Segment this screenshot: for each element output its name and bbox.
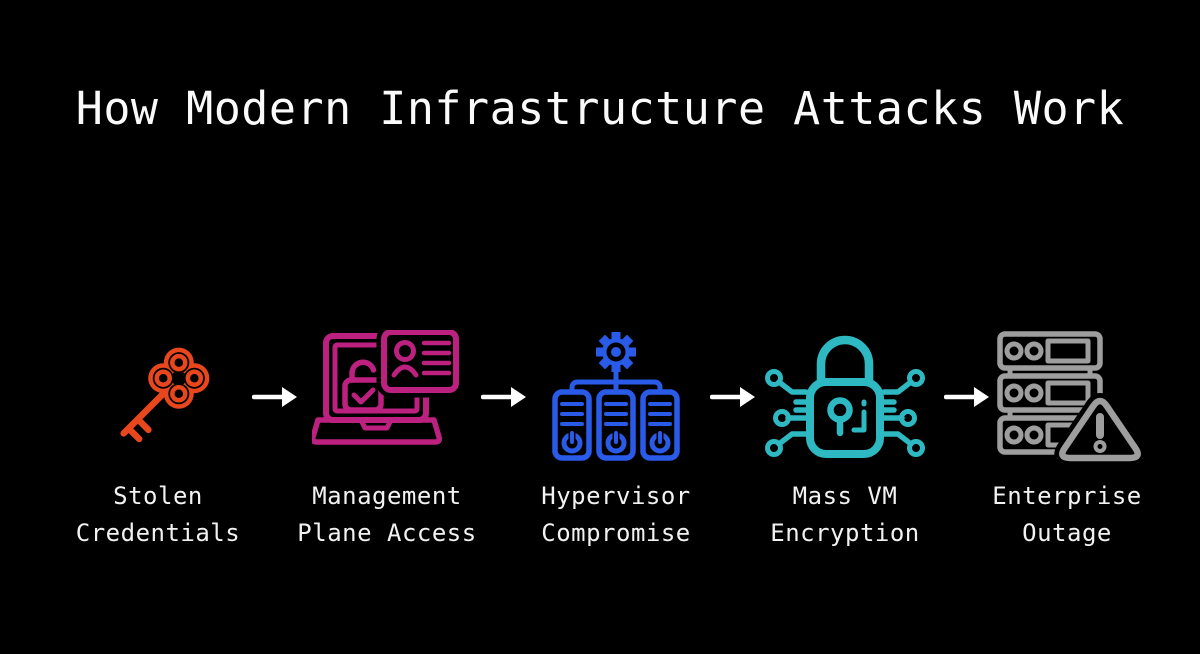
circuit-padlock-icon — [760, 330, 930, 465]
stage-label-line1: Management — [312, 482, 462, 510]
stage-label: Management Plane Access — [297, 478, 476, 552]
flow-arrow — [710, 387, 755, 407]
stage-hypervisor-compromise: Hypervisor Compromise — [506, 330, 726, 552]
stage-label: Mass VM Encryption — [770, 478, 920, 552]
stage-label-line1: Stolen — [113, 482, 203, 510]
stage-label-line2: Outage — [1022, 519, 1112, 547]
stage-label-line2: Compromise — [541, 519, 691, 547]
flow-arrow — [944, 387, 989, 407]
server-rack-alert-icon — [992, 330, 1142, 465]
stage-stolen-credentials: Stolen Credentials — [48, 330, 268, 552]
key-icon — [83, 330, 233, 465]
stage-label: Hypervisor Compromise — [541, 478, 691, 552]
laptop-id-card-icon — [312, 330, 462, 465]
stage-label-line2: Credentials — [75, 519, 241, 547]
flow-arrow — [252, 387, 297, 407]
stage-management-plane-access: Management Plane Access — [277, 330, 497, 552]
servers-gear-icon — [541, 330, 691, 465]
stage-enterprise-outage: Enterprise Outage — [957, 330, 1177, 552]
stage-label-line2: Encryption — [770, 519, 920, 547]
stage-label-line2: Plane Access — [297, 519, 477, 547]
flow-arrow — [481, 387, 526, 407]
stage-label-line1: Hypervisor — [541, 482, 691, 510]
stage-label-line1: Mass VM — [792, 482, 898, 510]
stage-label: Enterprise Outage — [992, 478, 1142, 552]
stage-label: Stolen Credentials — [76, 478, 240, 552]
stage-label-line1: Enterprise — [992, 482, 1142, 510]
stage-mass-vm-encryption: Mass VM Encryption — [735, 330, 955, 552]
page-title: How Modern Infrastructure Attacks Work — [75, 82, 1125, 135]
